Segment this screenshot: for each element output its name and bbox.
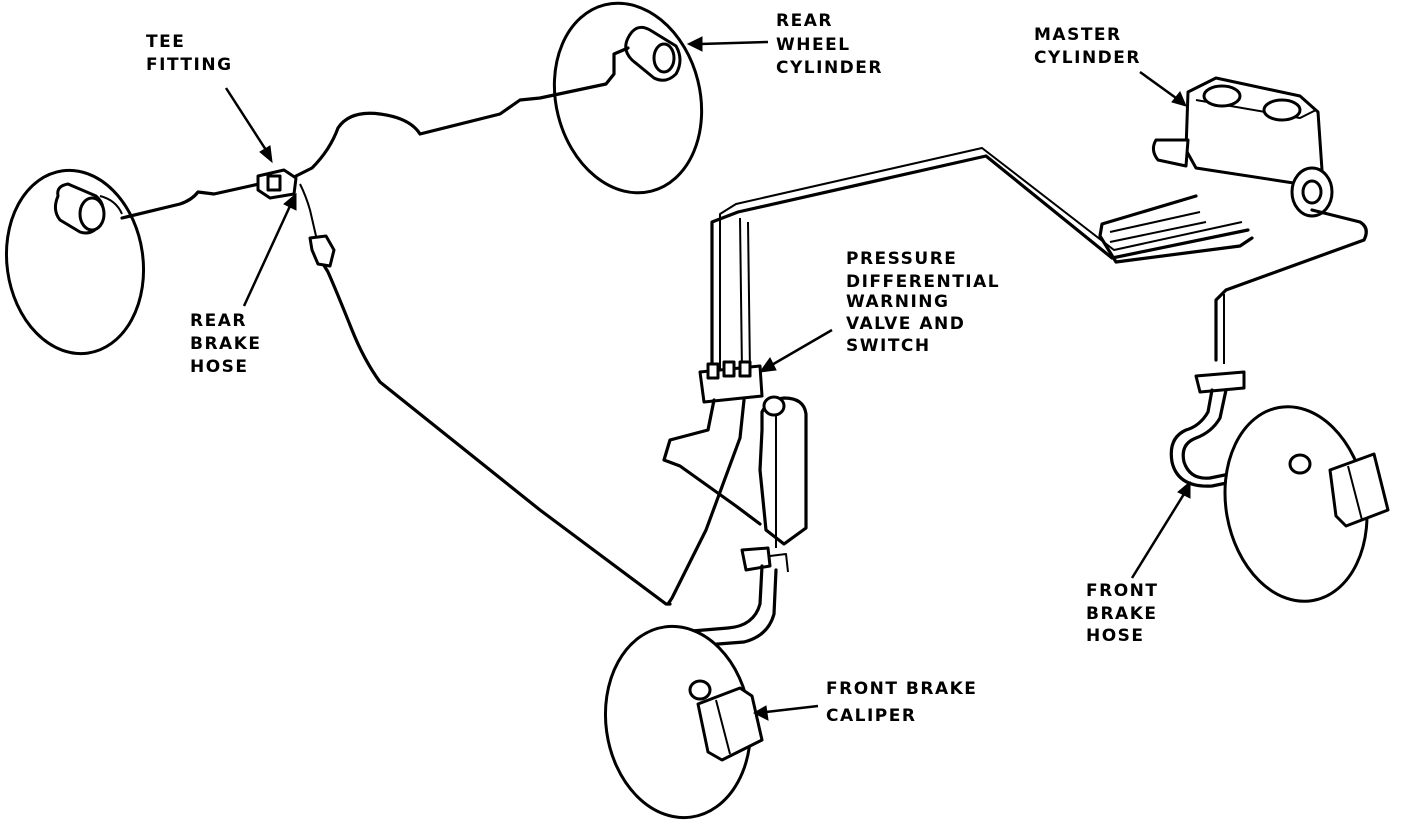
label-pressure-differential-valve: PRESSURE DIFFERENTIAL WARNING VALVE AND … <box>846 249 1000 356</box>
svg-text:CYLINDER: CYLINDER <box>776 58 883 78</box>
svg-text:FITTING: FITTING <box>146 55 233 75</box>
rear-brake-hose <box>308 234 336 268</box>
valve-outlet-lines <box>662 395 808 606</box>
svg-text:DIFFERENTIAL: DIFFERENTIAL <box>846 272 1000 292</box>
label-rear-brake-hose: REAR BRAKE HOSE <box>190 311 262 377</box>
label-rear-wheel-cylinder: REAR WHEEL CYLINDER <box>776 11 883 78</box>
svg-text:CALIPER: CALIPER <box>826 706 916 726</box>
label-front-brake-caliper: FRONT BRAKE CALIPER <box>826 679 977 726</box>
svg-text:SWITCH: SWITCH <box>846 336 931 356</box>
svg-text:REAR: REAR <box>190 311 247 331</box>
svg-text:FRONT BRAKE: FRONT BRAKE <box>826 679 977 699</box>
front-brake-caliper <box>688 679 764 762</box>
svg-text:FRONT: FRONT <box>1086 581 1158 601</box>
tee-fitting <box>256 168 298 200</box>
svg-text:CYLINDER: CYLINDER <box>1034 48 1141 68</box>
front-brake-lines <box>710 147 1368 374</box>
svg-text:TEE: TEE <box>146 32 185 52</box>
svg-text:PRESSURE: PRESSURE <box>846 249 957 269</box>
svg-text:BRAKE: BRAKE <box>190 334 262 354</box>
svg-text:HOSE: HOSE <box>190 357 249 377</box>
right-rear-brake-drum <box>552 1 704 195</box>
label-tee-fitting: TEE FITTING <box>146 32 233 75</box>
master-cylinder <box>1151 76 1334 218</box>
svg-text:VALVE AND: VALVE AND <box>846 314 965 334</box>
front-right-bracket <box>1194 370 1246 394</box>
rear-brake-lines <box>120 46 672 606</box>
label-master-cylinder: MASTER CYLINDER <box>1034 25 1141 68</box>
svg-text:WARNING: WARNING <box>846 292 949 312</box>
front-hose-bracket <box>740 546 789 573</box>
callout-arrows <box>224 36 1191 721</box>
front-right-caliper <box>1288 452 1390 528</box>
left-rear-brake-drum <box>4 168 146 356</box>
label-front-brake-hose: FRONT BRAKE HOSE <box>1086 581 1158 646</box>
svg-text:BRAKE: BRAKE <box>1086 604 1158 624</box>
svg-text:MASTER: MASTER <box>1034 25 1122 45</box>
pressure-differential-valve <box>698 360 764 404</box>
svg-text:WHEEL: WHEEL <box>776 35 851 55</box>
svg-text:REAR: REAR <box>776 11 833 31</box>
svg-text:HOSE: HOSE <box>1086 626 1145 646</box>
